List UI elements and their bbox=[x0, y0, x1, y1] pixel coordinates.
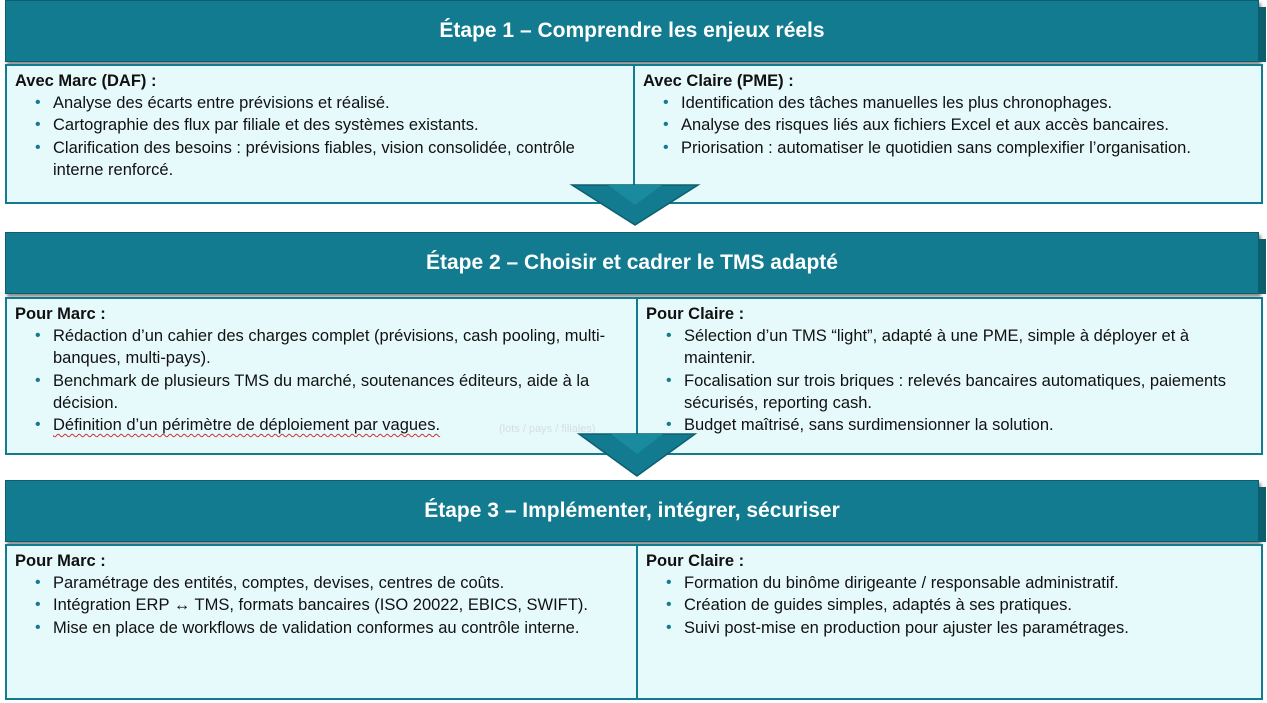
step-3-right-box: Pour Claire : Formation du binôme dirige… bbox=[636, 544, 1263, 700]
list-item: Formation du binôme dirigeante / respons… bbox=[666, 572, 1253, 595]
list-item: Priorisation : automatiser le quotidien … bbox=[663, 137, 1253, 160]
list-item: Sélection d’un TMS “light”, adapté à une… bbox=[666, 325, 1253, 370]
list-item: Création de guides simples, adaptés à se… bbox=[666, 594, 1253, 617]
step-1-right-title: Avec Claire (PME) : bbox=[643, 72, 794, 90]
list-item: Budget maîtrisé, sans surdimensionner la… bbox=[666, 414, 1253, 437]
down-arrow-icon bbox=[576, 433, 698, 477]
list-item-text: Définition d’un périmètre de déploiement… bbox=[53, 416, 441, 435]
step-3-header: Étape 3 – Implémenter, intégrer, sécuris… bbox=[5, 480, 1266, 542]
list-item: Cartographie des flux par filiale et des… bbox=[35, 114, 625, 137]
list-item: Rédaction d’un cahier des charges comple… bbox=[35, 325, 628, 370]
list-item: Suivi post-mise en production pour ajust… bbox=[666, 617, 1253, 640]
step-1-right-list: Identification des tâches manuelles les … bbox=[643, 92, 1253, 159]
step-1-left-list: Analyse des écarts entre prévisions et r… bbox=[15, 92, 625, 181]
header-shadow-edge bbox=[1258, 239, 1266, 294]
header-shadow-edge bbox=[1258, 7, 1266, 62]
header-shadow-edge bbox=[1258, 487, 1266, 542]
step-2-left-title: Pour Marc : bbox=[15, 305, 106, 323]
step-2-title: Étape 2 – Choisir et cadrer le TMS adapt… bbox=[426, 251, 838, 274]
step-1-left-box: Avec Marc (DAF) : Analyse des écarts ent… bbox=[5, 64, 635, 204]
list-item: Intégration ERP ↔ TMS, formats bancaires… bbox=[35, 594, 628, 617]
step-1-left-title: Avec Marc (DAF) : bbox=[15, 72, 157, 90]
list-item: Clarification des besoins : prévisions f… bbox=[35, 137, 625, 182]
step-1-title: Étape 1 – Comprendre les enjeux réels bbox=[439, 19, 825, 42]
list-item: Paramétrage des entités, comptes, devise… bbox=[35, 572, 628, 595]
step-1-right-box: Avec Claire (PME) : Identification des t… bbox=[633, 64, 1263, 204]
step-3-left-list: Paramétrage des entités, comptes, devise… bbox=[15, 572, 628, 639]
step-3-right-list: Formation du binôme dirigeante / respons… bbox=[646, 572, 1253, 639]
step-2-right-box: Pour Claire : Sélection d’un TMS “light”… bbox=[636, 297, 1263, 455]
step-3-right-title: Pour Claire : bbox=[646, 552, 745, 570]
step-3-left-box: Pour Marc : Paramétrage des entités, com… bbox=[5, 544, 638, 700]
step-2-right-title: Pour Claire : bbox=[646, 305, 745, 323]
list-item: Définition d’un périmètre de déploiement… bbox=[35, 414, 628, 437]
list-item: Analyse des écarts entre prévisions et r… bbox=[35, 92, 625, 115]
step-2-left-box: Pour Marc : Rédaction d’un cahier des ch… bbox=[5, 297, 638, 455]
list-item: Mise en place de workflows de validation… bbox=[35, 617, 628, 640]
step-3-left-title: Pour Marc : bbox=[15, 552, 106, 570]
faint-watermark-text: (lots / pays / filiales) bbox=[499, 423, 596, 435]
step-2-left-list: Rédaction d’un cahier des charges comple… bbox=[15, 325, 628, 437]
list-item: Identification des tâches manuelles les … bbox=[663, 92, 1253, 115]
down-arrow-icon bbox=[569, 184, 701, 226]
step-3-title: Étape 3 – Implémenter, intégrer, sécuris… bbox=[424, 499, 840, 522]
list-item: Benchmark de plusieurs TMS du marché, so… bbox=[35, 370, 628, 415]
step-2-header: Étape 2 – Choisir et cadrer le TMS adapt… bbox=[5, 232, 1266, 294]
list-item: Analyse des risques liés aux fichiers Ex… bbox=[663, 114, 1253, 137]
step-2-right-list: Sélection d’un TMS “light”, adapté à une… bbox=[646, 325, 1253, 437]
step-1-header: Étape 1 – Comprendre les enjeux réels bbox=[5, 0, 1266, 62]
list-item: Focalisation sur trois briques : relevés… bbox=[666, 370, 1253, 415]
